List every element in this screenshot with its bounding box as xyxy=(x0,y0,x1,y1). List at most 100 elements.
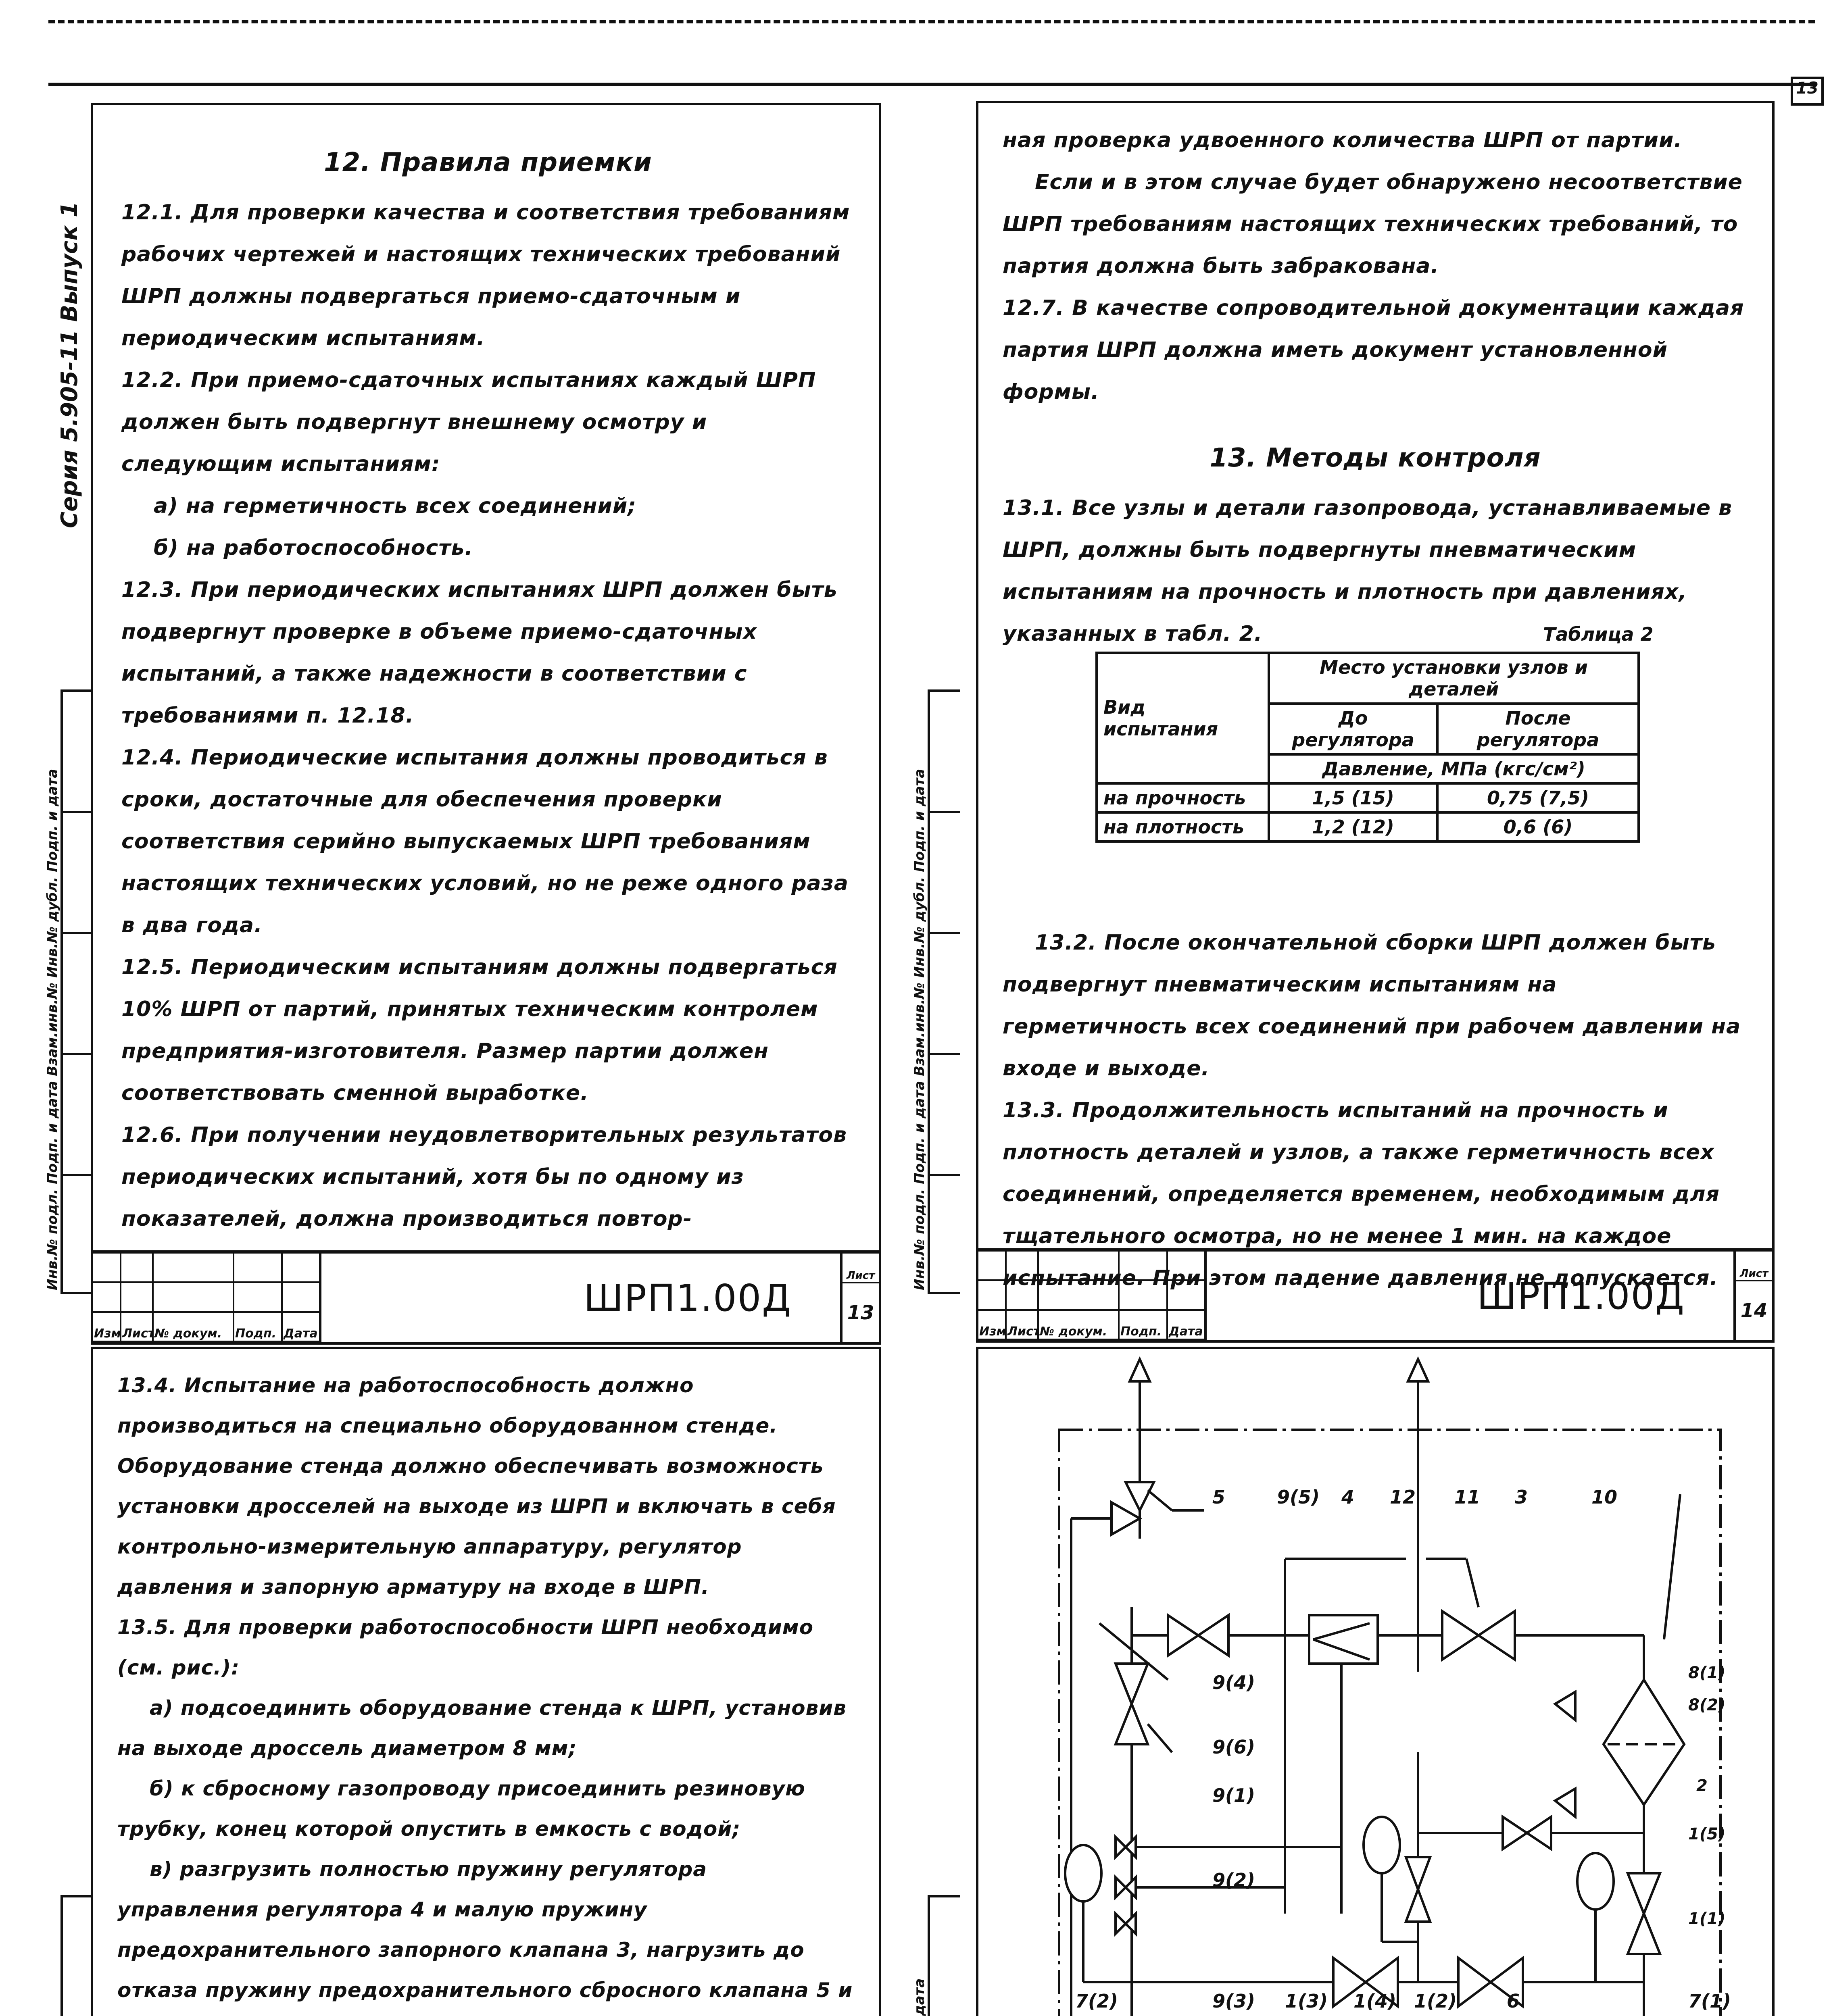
paragraph-13-3: 13.3. Продолжительность испытаний на про… xyxy=(1003,1098,1720,1290)
table-header-units: Давление, МПа (кгс/см²) xyxy=(1268,753,1640,785)
diagram-label-7-1: 7(1) xyxy=(1688,1990,1731,2012)
row-label-strength: на прочность xyxy=(1095,782,1270,814)
diagram-label-2: 2 xyxy=(1696,1776,1708,1795)
diagram-label-9-2: 9(2) xyxy=(1212,1869,1255,1891)
paragraph-reject: Если и в этом случае будет обнаружено не… xyxy=(1003,170,1743,278)
header-doc-no: № докум. xyxy=(154,1312,234,1342)
left-margin-strip-top xyxy=(60,689,93,1294)
header-izm: Изм xyxy=(93,1312,121,1342)
page-sheet-15: 13.4. Испытание на работоспособность дол… xyxy=(91,1347,881,2016)
diagram-label-7-2: 7(2) xyxy=(1075,1990,1118,2012)
diagram-label-9-3: 9(3) xyxy=(1212,1990,1255,2012)
diagram-label-1-5: 1(5) xyxy=(1688,1825,1726,1843)
paragraph-12-6-cont: ная проверка удвоенного количества ШРП о… xyxy=(1003,128,1683,152)
cell-density-after: 0,6 (6) xyxy=(1436,811,1640,843)
page-14-text-bottom: 13.2. После окончательной сборки ШРП дол… xyxy=(1003,922,1748,1299)
table-row: на плотность 1,2 (12) 0,6 (6) xyxy=(1095,811,1640,843)
page-sheet-14: ная проверка удвоенного количества ШРП о… xyxy=(976,101,1775,1343)
middle-margin-strip-bottom xyxy=(928,1895,960,2016)
paragraph-12-2-b: б) на работоспособность. xyxy=(154,536,473,560)
revision-grid: Изм Лист № докум. Подп. Дата xyxy=(978,1252,1207,1340)
header-izm: Изм xyxy=(978,1310,1007,1340)
paragraph-12-2: 12.2. При приемо-сдаточных испытаниях ка… xyxy=(121,368,816,476)
diagram-label-3: 3 xyxy=(1515,1486,1528,1508)
diagram-label-1-1: 1(1) xyxy=(1688,1910,1726,1928)
cell-density-before: 1,2 (12) xyxy=(1268,811,1439,843)
sheet-number-box: Лист 14 xyxy=(1733,1252,1772,1340)
cell-strength-after: 0,75 (7,5) xyxy=(1436,782,1640,814)
sheet-number: 13 xyxy=(847,1302,874,1324)
pressure-test-table: Вид испытания Место установки узлов и де… xyxy=(1095,652,1640,843)
paragraph-12-7: 12.7. В качестве сопроводительной докуме… xyxy=(1003,296,1744,404)
diagram-label-1-2: 1(2) xyxy=(1414,1990,1457,2012)
header-date: Дата xyxy=(283,1313,319,1342)
table-row: на прочность 1,5 (15) 0,75 (7,5) xyxy=(1095,782,1640,814)
paragraph-12-5: 12.5. Периодическим испытаниям должны по… xyxy=(121,955,838,1105)
diagram-label-9-5: 9(5) xyxy=(1277,1486,1320,1508)
document-code: ШРП1.00Д xyxy=(1477,1274,1685,1318)
header-list: Лист xyxy=(1007,1310,1039,1340)
page-13-text: 12. Правила приемки 12.1. Для проверки к… xyxy=(121,129,855,1240)
diagram-label-10: 10 xyxy=(1591,1486,1618,1508)
diagram-label-11: 11 xyxy=(1454,1486,1481,1508)
row-label-density: на плотность xyxy=(1095,811,1270,843)
diagram-label-9-6: 9(6) xyxy=(1212,1736,1255,1758)
top-cut-line xyxy=(48,20,1815,23)
title-block-14: Изм Лист № докум. Подп. Дата ШРП1.00Д Ли… xyxy=(978,1248,1772,1340)
sheet-label: Лист xyxy=(1736,1252,1772,1281)
diagram-label-8-2: 8(2) xyxy=(1688,1696,1726,1714)
header-list: Лист xyxy=(121,1312,154,1342)
diagram-label-5: 5 xyxy=(1212,1486,1226,1508)
sheet-label: Лист xyxy=(843,1254,879,1283)
series-label: Серия 5.905-11 Выпуск 1 xyxy=(56,202,83,528)
header-sign: Подп. xyxy=(1120,1310,1168,1340)
section-title-13: 13. Методы контроля xyxy=(1210,443,1541,473)
diagram-label-1-3: 1(3) xyxy=(1285,1990,1328,2012)
table-caption: Таблица 2 xyxy=(1543,623,1654,645)
middle-margin-labels-bottom: Инв.№ подл. Подп. и дата Взам.инв.№ Инв.… xyxy=(911,1979,928,2016)
sheet-top-border xyxy=(48,83,1815,86)
table-header-after: После регулятора xyxy=(1436,702,1640,756)
page-sheet-13: 12. Правила приемки 12.1. Для проверки к… xyxy=(91,103,881,1345)
pneumatic-schematic xyxy=(1058,1356,1722,2016)
diagram-label-9-1: 9(1) xyxy=(1212,1785,1255,1806)
revision-grid: Изм Лист № докум. Подп. Дата xyxy=(93,1254,321,1342)
page-15-text: 13.4. Испытание на работоспособность дол… xyxy=(117,1365,855,2016)
paragraph-12-4: 12.4. Периодические испытания должны про… xyxy=(121,746,849,937)
paragraph-13-1: 13.1. Все узлы и детали газопровода, уст… xyxy=(1003,496,1733,646)
left-margin-labels-top: Инв.№ подл. Подп. и дата Взам.инв.№ Инв.… xyxy=(44,768,60,1290)
table-header-before: До регулятора xyxy=(1268,702,1439,756)
paragraph-12-6: 12.6. При получении неудовлетворительных… xyxy=(121,1123,847,1231)
title-block-13: Изм Лист № докум. Подп. Дата ШРП1.00Д Ли… xyxy=(93,1250,879,1342)
diagram-label-8-1: 8(1) xyxy=(1688,1664,1726,1682)
diagram-label-12: 12 xyxy=(1390,1486,1416,1508)
document-code: ШРП1.00Д xyxy=(584,1276,792,1320)
paragraph-12-2-a: а) на герметичность всех соединений; xyxy=(154,494,637,518)
page-sheet-16: 5 9(5) 4 12 11 3 10 8(1) 8(2) 2 1(5) 1(1… xyxy=(976,1347,1775,2016)
left-margin-strip-bottom xyxy=(60,1895,93,2016)
middle-margin-labels-top: Инв.№ подл. Подп. и дата Взам.инв.№ Инв.… xyxy=(911,768,928,1290)
cell-strength-before: 1,5 (15) xyxy=(1268,782,1439,814)
paragraph-13-4: 13.4. Испытание на работоспособность дол… xyxy=(117,1374,836,1599)
table-header-test-type: Вид испытания xyxy=(1095,652,1270,785)
diagram-label-4: 4 xyxy=(1341,1486,1355,1508)
page-14-text-top: ная проверка удвоенного количества ШРП о… xyxy=(1003,119,1748,655)
table-header-location: Место установки узлов и деталей xyxy=(1268,652,1640,705)
section-title-12: 12. Правила приемки xyxy=(324,148,652,177)
paragraph-12-1: 12.1. Для проверки качества и соответств… xyxy=(121,200,850,350)
diagram-label-6: 6 xyxy=(1507,1990,1520,2012)
corner-sheet-number: 13 xyxy=(1791,77,1824,106)
sheet-number: 14 xyxy=(1740,1300,1768,1322)
step-b: б) к сбросному газопроводу присоединить … xyxy=(117,1777,805,1841)
paragraph-12-3: 12.3. При периодических испытаниях ШРП д… xyxy=(121,578,838,728)
paragraph-13-2: 13.2. После окончательной сборки ШРП дол… xyxy=(1003,931,1741,1081)
middle-margin-strip-top xyxy=(928,689,960,1294)
diagram-label-1-4: 1(4) xyxy=(1353,1990,1397,2012)
sheet-number-box: Лист 13 xyxy=(840,1254,879,1342)
header-sign: Подп. xyxy=(234,1312,283,1342)
diagram-label-9-4: 9(4) xyxy=(1212,1672,1255,1693)
header-date: Дата xyxy=(1168,1311,1204,1340)
header-doc-no: № докум. xyxy=(1039,1310,1120,1340)
step-v: в) разгрузить полностью пружину регулято… xyxy=(117,1858,853,2002)
paragraph-13-5: 13.5. Для проверки работоспособности ШРП… xyxy=(117,1616,813,1679)
